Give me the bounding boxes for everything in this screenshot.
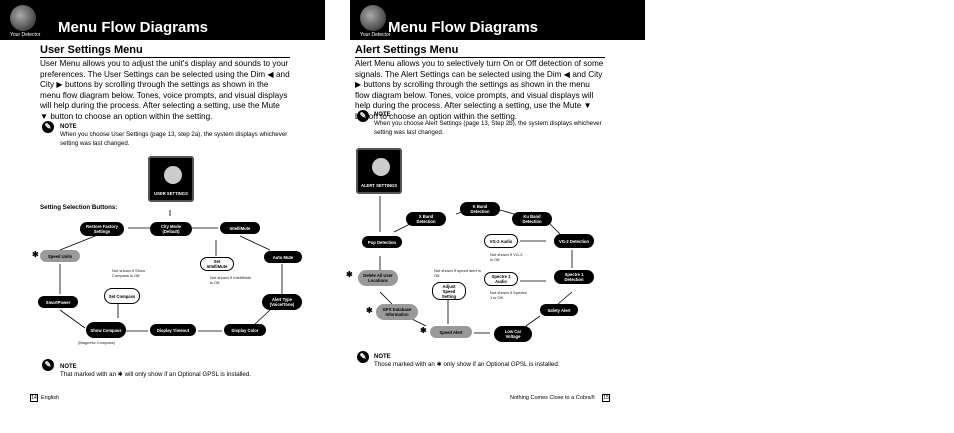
node-k-band: K Band Detection [460,202,500,216]
page-title: Menu Flow Diagrams [58,19,208,36]
gpsl-star-icon: ✱ [346,270,353,279]
node-set-intellimute: Set IntelliMute [200,257,234,271]
magnetic-compass-note: (Magnetic Compass) [78,340,115,345]
node-delete-user-locations: Delete All User Locations [358,270,398,286]
spectre-note: Not shown if Spectre 1 is Off. [490,290,530,300]
divider [40,57,290,58]
page-number: 14 [30,394,38,402]
note-icon: ✎ [42,121,54,133]
footer-language: English [41,395,59,401]
speed-alert-note: Not shown if speed alert is Off. [434,268,482,278]
node-spectre-audio: Spectre 1 Audio [484,272,518,286]
node-safety-alert: Safety Alert [540,304,578,316]
node-set-compass: Set Compass [104,288,140,304]
page-title: Menu Flow Diagrams [388,19,538,36]
note-label: NOTE [374,354,391,360]
node-smartpower: SmartPower [38,296,78,308]
body-paragraph: User Menu allows you to adjust the unit'… [40,59,290,123]
detector-icon [360,5,386,31]
header-bar: Your Detector Menu Flow Diagrams [0,0,325,40]
node-x-band: X Band Detection [406,212,446,226]
page-number: 15 [602,394,610,402]
node-spectre-detection: Spectre 1 Detection [554,270,594,284]
page-left: Your Detector Menu Flow Diagrams User Se… [30,0,348,433]
section-title: Alert Settings Menu [355,44,458,56]
gpsl-star-icon: ✱ [366,306,373,315]
node-intellimute: IntelliMute [220,222,260,234]
header-subtitle: Your Detector [360,32,390,38]
body-paragraph: Alert Menu allows you to selectively tur… [355,59,605,123]
note-label: NOTE [374,112,391,118]
node-vg2-detection: VG-2 Detection [554,234,594,248]
note-text: Those marked with an ✱ only show if an O… [374,361,614,370]
node-display-timeout: Display Timeout [150,324,196,336]
note-text: That marked with an ✱ will only show if … [60,371,300,380]
node-alert-type: Alert Type (Voice/Tone) [262,294,302,310]
gpsl-star-icon: ✱ [420,326,427,335]
node-auto-mute: Auto Mute [264,251,302,263]
node-city-mode: City Mode (Default) [150,222,192,236]
section-title: User Settings Menu [40,44,143,56]
note-label: NOTE [60,124,77,130]
header-subtitle: Your Detector [10,32,40,38]
node-vg2-audio: VG-2 Audio [484,234,518,248]
note-icon: ✎ [357,110,369,122]
car-icon [372,158,390,176]
vg2-note: Not shown if VG-2 is Off. [490,252,526,262]
detector-icon [10,5,36,31]
node-gps-database: GPS Database Information [376,304,418,320]
node-adjust-speed: Adjust Speed Setting [432,282,466,300]
node-pop: Pop Detection [362,236,402,248]
node-speed-units: Speed Units [40,250,80,262]
note-label: NOTE [60,364,77,370]
note-text: When you choose User Settings (page 13, … [60,131,290,148]
header-bar: Your Detector Menu Flow Diagrams [350,0,645,40]
node-display-color: Display Color [224,324,266,336]
gpsl-star-icon: ✱ [32,250,39,259]
node-show-compass: Show Compass [86,322,126,338]
note-text: When you choose Alert Settings (page 13,… [374,120,614,137]
intellimute-note: Not shown if IntelliMute is Off. [210,275,254,285]
page-right: Your Detector Menu Flow Diagrams Alert S… [350,0,668,433]
node-low-car-voltage: Low Car Voltage [494,326,532,342]
node-speed-alert: Speed Alert [430,326,472,338]
note-icon: ✎ [42,359,54,371]
node-ku-band: Ku Band Detection [512,212,552,226]
user-settings-display-image: USER SETTINGS [148,156,194,202]
compass-note: Not shown if Show Compass is Off. [112,268,156,278]
note-icon: ✎ [357,351,369,363]
alert-settings-display-image: ALERT SETTINGS [356,148,402,194]
node-restore-factory: Restore Factory Settings [80,222,124,236]
wrench-icon [164,166,182,184]
divider [355,57,605,58]
footer-brand: Nothing Comes Close to a Cobra® [510,395,595,401]
